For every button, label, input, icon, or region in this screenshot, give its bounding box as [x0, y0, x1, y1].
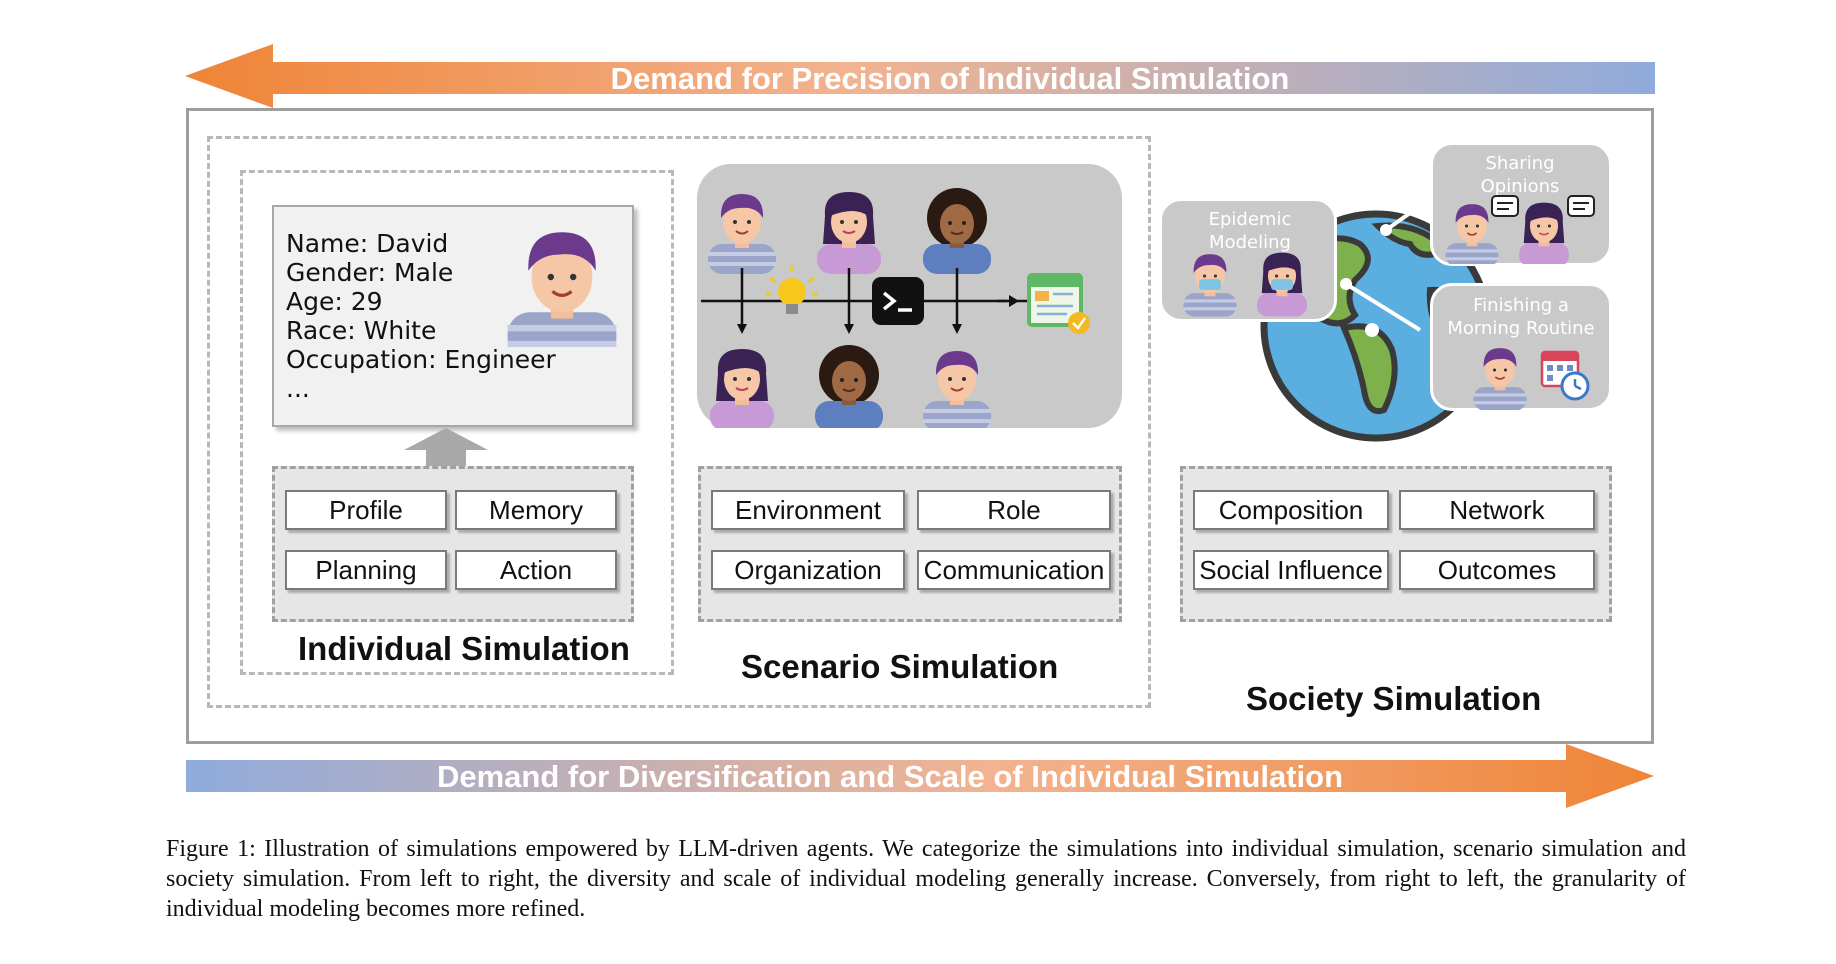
scenario-agent-6	[922, 350, 992, 428]
profile-name: Name: David	[286, 229, 449, 258]
scenario-agent-4	[709, 348, 775, 428]
chip-action: Action	[455, 550, 617, 590]
scenario-illustration	[701, 187, 1090, 428]
david-avatar-icon	[506, 230, 619, 347]
alarm-clock-icon	[1560, 371, 1590, 401]
profile-card: Name: David Gender: Male Age: 29 Race: W…	[272, 205, 634, 427]
chip-organization: Organization	[711, 550, 905, 590]
chip-memory: Memory	[455, 490, 617, 530]
code-window-icon	[1027, 273, 1090, 334]
bubble-epidemic-label: Epidemic Modeling	[1208, 209, 1292, 253]
profile-race: Race: White	[286, 316, 437, 345]
chip-composition: Composition	[1193, 490, 1389, 530]
figure-caption: Figure 1: Illustration of simulations em…	[166, 836, 1686, 922]
bubble-sharing-label: Sharing Opinions	[1480, 153, 1560, 197]
chip-network: Network	[1399, 490, 1595, 530]
sharing-agents	[1444, 195, 1595, 264]
chip-environment: Environment	[711, 490, 905, 530]
chip-outcomes: Outcomes	[1399, 550, 1595, 590]
up-arrow-icon	[404, 428, 488, 470]
terminal-icon	[872, 277, 924, 325]
epidemic-agents	[1182, 251, 1308, 318]
chip-profile: Profile	[285, 490, 447, 530]
bubble-morning-label: Finishing a Morning Routine	[1447, 295, 1595, 339]
top-arrow-label: Demand for Precision of Individual Simul…	[610, 61, 1290, 96]
chip-planning: Planning	[285, 550, 447, 590]
profile-occupation: Occupation: Engineer	[286, 345, 556, 374]
top-arrow	[185, 44, 1655, 108]
profile-age: Age: 29	[286, 287, 383, 316]
profile-more: ...	[286, 374, 310, 403]
scenario-agent-1	[707, 193, 777, 275]
society-title: Society Simulation	[1246, 680, 1542, 717]
speech-bubble-icon	[1491, 195, 1519, 217]
scenario-title: Scenario Simulation	[741, 648, 1059, 685]
scenario-agent-5	[814, 344, 884, 428]
bottom-arrow-label: Demand for Diversification and Scale of …	[436, 759, 1344, 794]
chip-role: Role	[917, 490, 1111, 530]
lightbulb-icon	[766, 266, 818, 314]
bottom-arrow	[186, 744, 1654, 808]
individual-title: Individual Simulation	[298, 630, 630, 667]
individual-dashed-region	[240, 170, 674, 675]
speech-bubble-icon	[1567, 195, 1595, 217]
chip-social-influence: Social Influence	[1193, 550, 1389, 590]
scenario-dashed-region	[207, 136, 1151, 708]
globe-connectors	[1340, 210, 1422, 337]
chip-communication: Communication	[917, 550, 1111, 590]
morning-agent	[1472, 347, 1590, 410]
scenario-agent-3	[922, 187, 992, 275]
main-frame	[186, 108, 1654, 744]
profile-gender: Gender: Male	[286, 258, 454, 287]
scenario-agent-2	[816, 191, 882, 275]
